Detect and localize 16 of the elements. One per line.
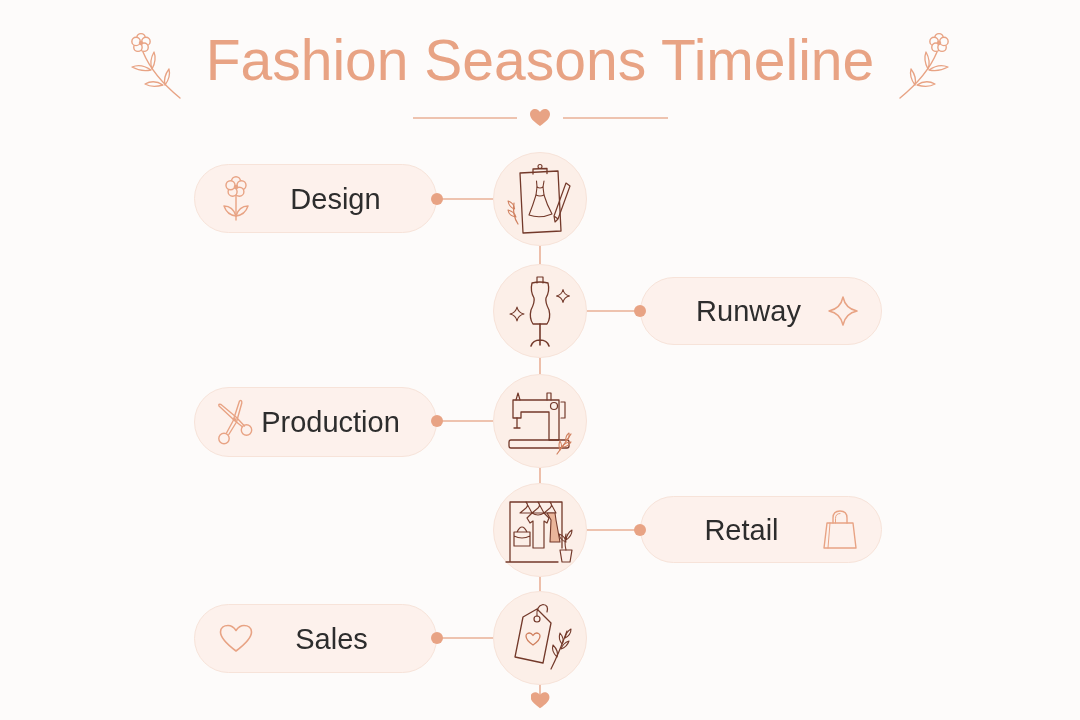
connector-line — [586, 305, 646, 317]
connector-line — [539, 245, 541, 265]
connector-line — [539, 357, 541, 375]
stage-label: Runway — [696, 294, 801, 328]
connector-line — [431, 193, 494, 205]
stage-label: Sales — [295, 621, 368, 656]
connector-line — [586, 524, 646, 536]
connector-line — [530, 684, 550, 709]
stage-label: Retail — [704, 512, 779, 547]
connector-line — [431, 415, 494, 427]
connector-line — [539, 467, 541, 484]
stage-label: Design — [290, 181, 381, 216]
title: Fashion Seasons Timeline — [205, 28, 875, 92]
connector-line — [431, 632, 494, 644]
connector-line — [539, 576, 541, 592]
stage-label: Production — [261, 405, 400, 439]
